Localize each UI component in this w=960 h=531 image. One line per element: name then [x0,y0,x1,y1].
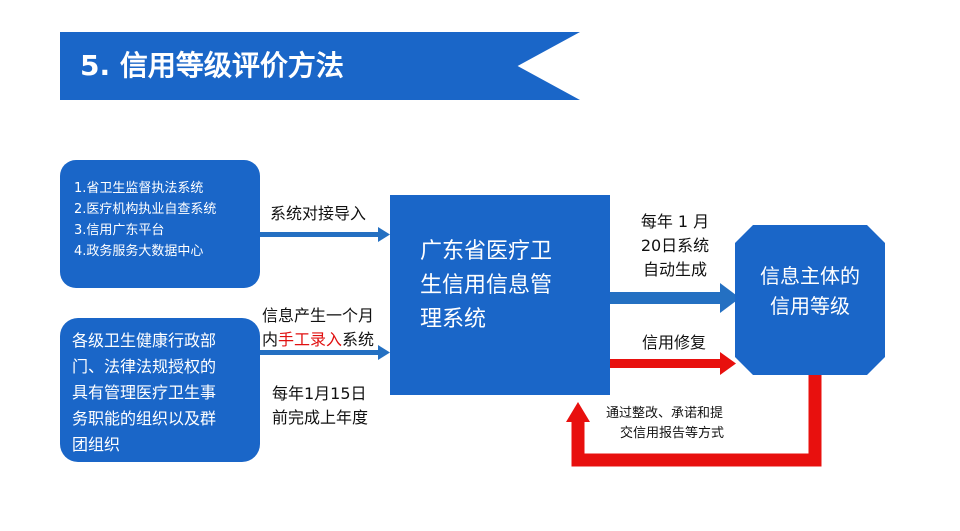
organizations-text: 各级卫生健康行政部 [72,331,217,350]
feedback-line2: 交信用报告等方式 [620,426,725,441]
system-name-text: 广东省医疗卫 [420,239,553,264]
feedback-arrow [566,375,822,467]
organizations-text: 门、法律法规授权的 [72,357,217,376]
manual-entry-line2: 内手工录入系统 [262,328,374,352]
credit-repair-arrow [610,352,736,375]
source-system-item: 1.省卫生监督执法系统 [74,181,204,196]
source-systems-box: 1.省卫生监督执法系统 2.医疗机构执业自查系统 3.信用广东平台 4.政务服务… [60,160,260,288]
feedback-line1: 通过整改、承诺和提 [606,406,724,421]
credit-level-text: 信用等级 [770,294,850,318]
organizations-text: 具有管理医疗卫生事 [72,383,217,402]
organizations-box: 各级卫生健康行政部 门、法律法规授权的 具有管理医疗卫生事 务职能的组织以及群 … [60,318,260,462]
manual-entry-highlight: 手工录入 [278,330,343,349]
organizations-text: 团组织 [72,435,121,454]
import-arrow [260,227,390,242]
source-system-item: 2.医疗机构执业自查系统 [74,202,217,217]
manual-entry-label: 信息产生一个月 内手工录入系统 [262,304,374,352]
system-name-text: 生信用信息管 [420,273,553,298]
deadline-line2: 前完成上年度 [272,408,369,427]
manual-entry-suffix: 系统 [342,330,375,349]
organizations-text: 务职能的组织以及群 [72,409,217,428]
auto-generate-line1: 每年 1 月 [640,212,710,231]
deadline-label: 每年1月15日 前完成上年度 [272,382,368,430]
import-label: 系统对接导入 [270,204,367,223]
feedback-label: 通过整改、承诺和提 交信用报告等方式 [606,404,724,444]
manual-entry-line1: 信息产生一个月 [262,306,375,325]
manual-entry-prefix: 内 [262,330,279,349]
credit-info-system-box: 广东省医疗卫 生信用信息管 理系统 [390,195,610,395]
title-banner [60,32,580,100]
auto-generate-line2: 20日系统 [640,236,710,255]
credit-level-text: 信息主体的 [760,264,860,288]
auto-generate-arrow [610,283,740,313]
credit-level-box: 信息主体的 信用等级 [735,225,885,375]
credit-repair-label: 信用修复 [642,333,707,352]
source-system-item: 4.政务服务大数据中心 [74,244,204,259]
auto-generate-label: 每年 1 月 20日系统 自动生成 [630,210,720,282]
manual-arrow [260,345,390,360]
system-name-text: 理系统 [420,307,487,332]
deadline-line1: 每年1月15日 [272,384,367,403]
source-system-item: 3.信用广东平台 [74,223,165,238]
auto-generate-line3: 自动生成 [642,260,707,279]
page-title: 5. 信用等级评价方法 [80,49,344,82]
